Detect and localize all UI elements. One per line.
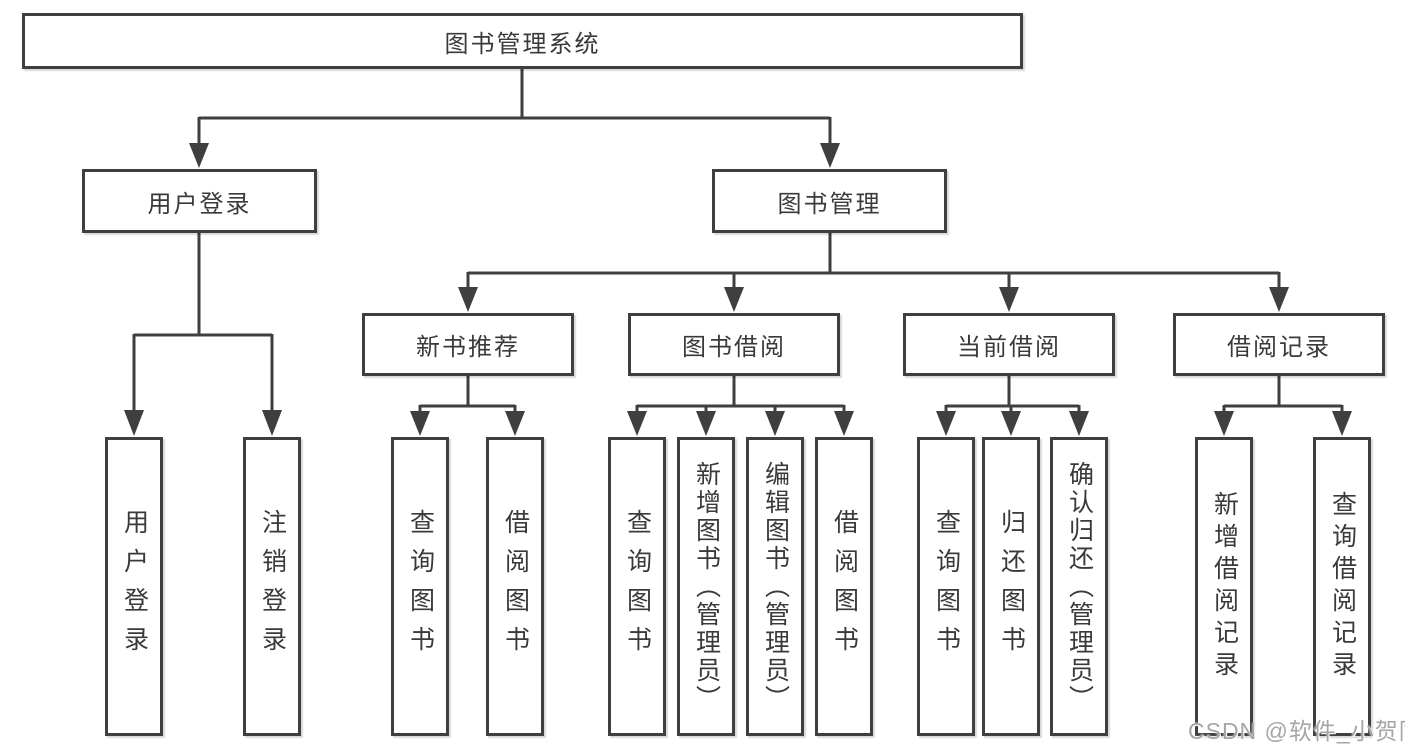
arrowhead — [820, 143, 840, 168]
node-user-login: 用户登录 — [82, 169, 317, 233]
leaf-current-confirm-return-admin: 确认归还（管理员） — [1050, 437, 1108, 736]
leaf-records-query-record: 查询借阅记录 — [1313, 437, 1371, 736]
arrowheads — [124, 143, 1352, 436]
leaf-label: 借阅图书 — [830, 508, 859, 665]
node-new-book-recommend: 新书推荐 — [362, 313, 574, 376]
leaf-label: 查询图书 — [932, 508, 961, 665]
arrowhead — [936, 411, 956, 436]
arrowhead — [1332, 411, 1352, 436]
arrowhead — [1069, 411, 1089, 436]
arrowhead — [696, 411, 716, 436]
node-book-borrow: 图书借阅 — [628, 313, 840, 376]
leaf-label: 编辑图书（管理员） — [761, 460, 790, 713]
leaf-label: 查询借阅记录 — [1328, 490, 1357, 683]
arrowhead — [1269, 287, 1289, 312]
leaf-label: 新增借阅记录 — [1210, 490, 1239, 683]
leaf-user-login: 用户登录 — [105, 437, 163, 736]
arrowhead — [124, 410, 144, 436]
leaf-label: 查询图书 — [406, 508, 435, 665]
connector-root-to-level2 — [197, 69, 832, 145]
arrowhead — [765, 411, 785, 436]
leaf-label: 新增图书（管理员） — [692, 460, 721, 713]
arrowhead — [1214, 411, 1234, 436]
leaf-records-add-record: 新增借阅记录 — [1195, 437, 1253, 736]
leaf-borrow-add-books-admin: 新增图书（管理员） — [677, 437, 735, 736]
leaf-newbooks-borrow-books: 借阅图书 — [486, 437, 544, 736]
leaf-borrow-edit-books-admin: 编辑图书（管理员） — [746, 437, 804, 736]
leaf-borrow-query-books: 查询图书 — [608, 437, 666, 736]
node-borrow-records: 借阅记录 — [1173, 313, 1385, 376]
leaf-current-query-books: 查询图书 — [917, 437, 975, 736]
leaf-label: 查询图书 — [623, 508, 652, 665]
arrowhead — [458, 287, 478, 312]
connector-records-to-leaves — [1222, 376, 1344, 413]
arrowhead — [999, 287, 1019, 312]
arrowhead — [505, 411, 525, 436]
leaf-label: 归还图书 — [997, 508, 1026, 665]
node-root: 图书管理系统 — [22, 13, 1023, 69]
leaf-label: 借阅图书 — [501, 508, 530, 665]
node-book-management: 图书管理 — [712, 169, 947, 233]
leaf-logout: 注销登录 — [243, 437, 301, 736]
arrowhead — [262, 410, 282, 436]
arrowhead — [724, 287, 744, 312]
leaf-borrow-borrow-books: 借阅图书 — [815, 437, 873, 736]
connector-mgmt-to-level3 — [466, 233, 1281, 289]
arrowhead — [834, 411, 854, 436]
connector-newbooks-to-leaves — [418, 376, 517, 413]
leaf-label: 用户登录 — [120, 508, 149, 665]
arrowhead — [410, 411, 430, 436]
connector-borrow-to-leaves — [635, 376, 846, 413]
arrowhead — [189, 143, 209, 168]
leaf-label: 确认归还（管理员） — [1065, 460, 1094, 713]
leaf-newbooks-query-books: 查询图书 — [391, 437, 449, 736]
leaf-label: 注销登录 — [258, 508, 287, 665]
leaf-current-return-books: 归还图书 — [982, 437, 1040, 736]
node-current-borrow: 当前借阅 — [903, 313, 1115, 376]
arrowhead — [627, 411, 647, 436]
arrowhead — [1001, 411, 1021, 436]
connector-current-to-leaves — [944, 376, 1081, 413]
csdn-watermark: CSDN @软件_小贺同学 — [1188, 718, 1405, 744]
connector-login-to-leaves — [132, 233, 274, 412]
